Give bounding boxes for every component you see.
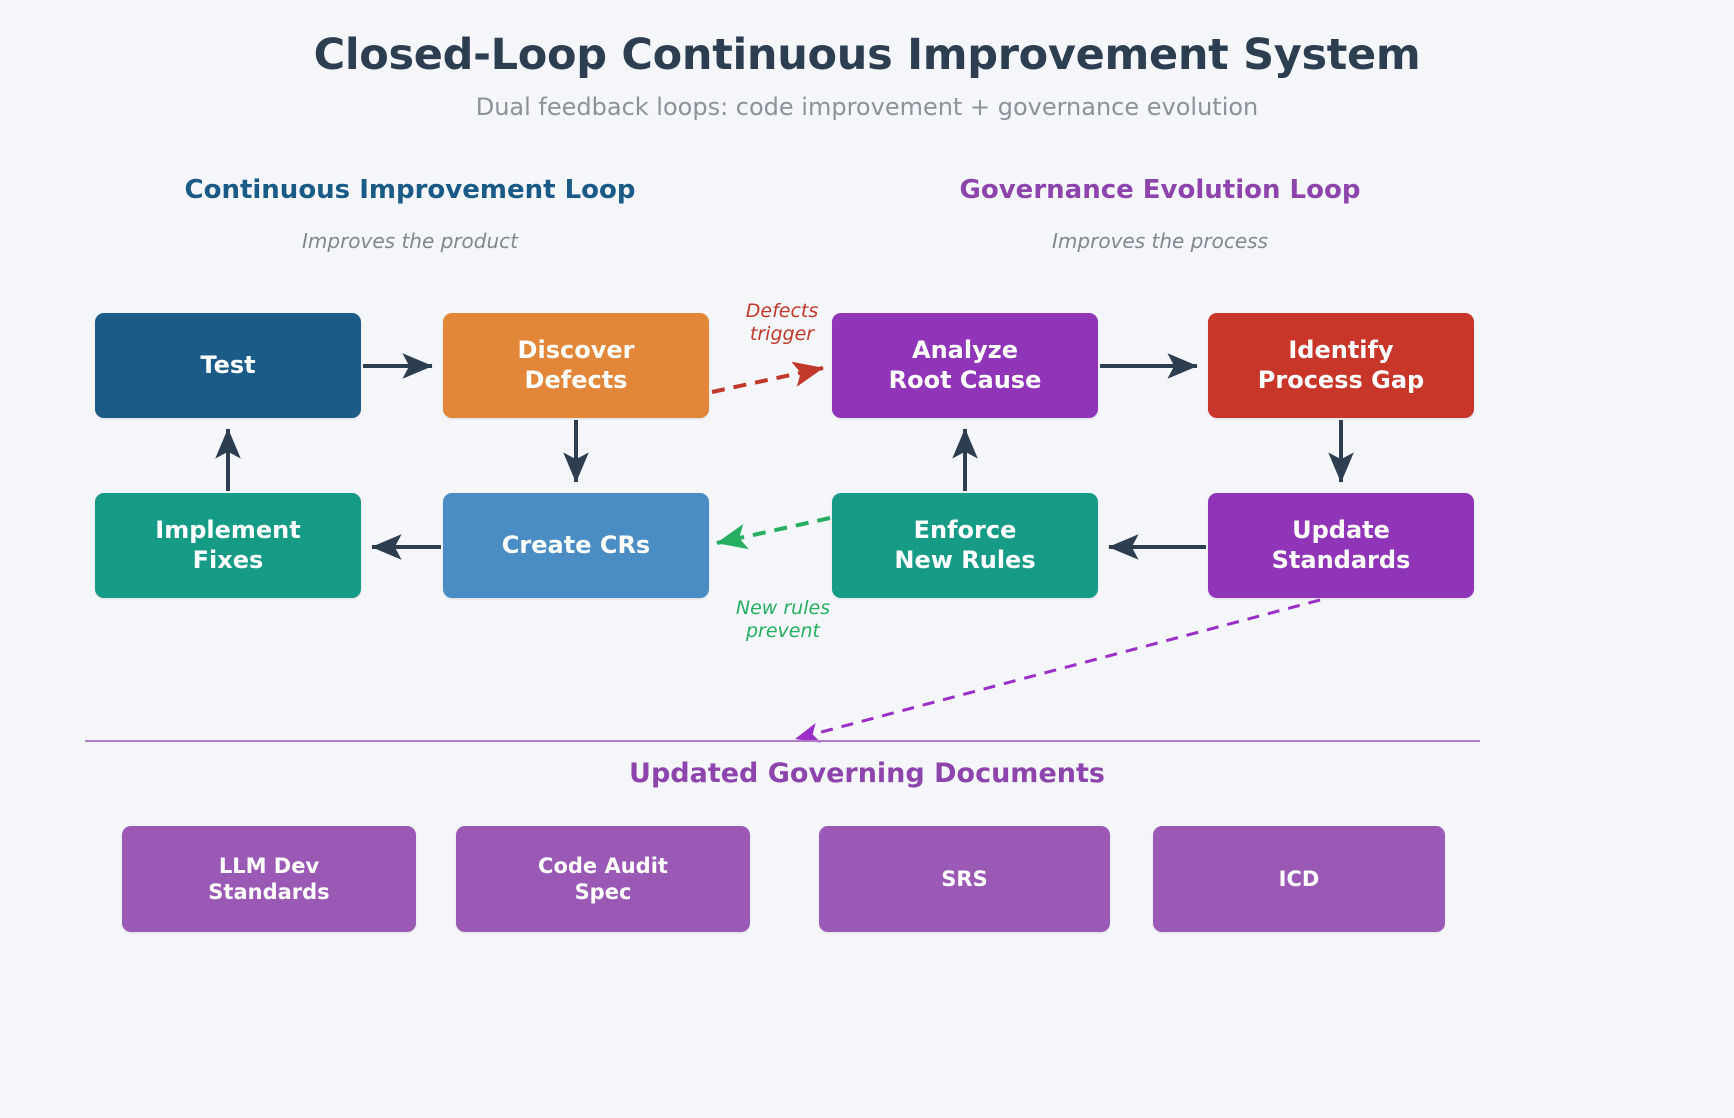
edge-update-to-documents: [794, 598, 1321, 743]
documents-heading: Updated Governing Documents: [629, 758, 1105, 789]
edge-label-defects-trigger: Defects trigger: [745, 300, 819, 345]
node-implement-fixes[interactable]: Implement Fixes: [95, 493, 361, 598]
document-srs[interactable]: SRS: [819, 826, 1110, 932]
page-title: Closed-Loop Continuous Improvement Syste…: [313, 30, 1421, 80]
node-enforce-new-rules[interactable]: Enforce New Rules: [832, 493, 1098, 598]
node-identify-process-gap[interactable]: Identify Process Gap: [1208, 313, 1474, 418]
node-analyze-root-cause[interactable]: Analyze Root Cause: [832, 313, 1098, 418]
document-code-audit-spec[interactable]: Code Audit Spec: [456, 826, 750, 932]
documents-divider: [85, 740, 1480, 742]
loop-title-continuous-improvement: Continuous Improvement Loop: [184, 175, 636, 205]
edge-discover-to-analyze: [711, 361, 824, 394]
loop-subtitle-governance-evolution: Improves the process: [1052, 229, 1268, 253]
loop-subtitle-continuous-improvement: Improves the product: [302, 229, 518, 253]
edge-label-new-rules-prevent: New rules prevent: [735, 597, 831, 642]
node-update-standards[interactable]: Update Standards: [1208, 493, 1474, 598]
document-icd[interactable]: ICD: [1153, 826, 1445, 932]
document-llm-dev-standards[interactable]: LLM Dev Standards: [122, 826, 416, 932]
node-create-crs[interactable]: Create CRs: [443, 493, 709, 598]
page-subtitle: Dual feedback loops: code improvement + …: [475, 93, 1259, 121]
edge-enforce-to-create: [716, 516, 831, 550]
node-test[interactable]: Test: [95, 313, 361, 418]
loop-title-governance-evolution: Governance Evolution Loop: [959, 175, 1361, 205]
node-discover-defects[interactable]: Discover Defects: [443, 313, 709, 418]
